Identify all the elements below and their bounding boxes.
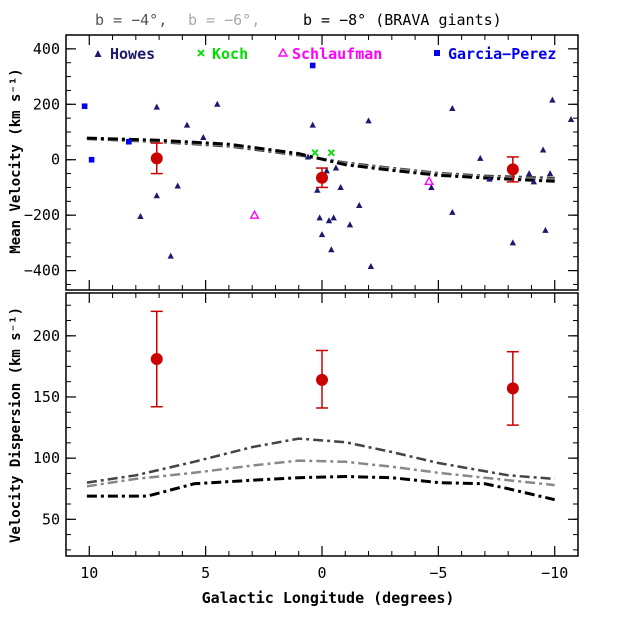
howes-point <box>365 117 372 124</box>
legend-koch-marker <box>197 49 205 57</box>
garcia-point <box>81 103 88 110</box>
garcia-point <box>88 156 95 163</box>
brava-point <box>506 163 519 176</box>
howes-point <box>174 182 181 189</box>
howes-point <box>428 183 435 190</box>
howes-point <box>486 175 493 182</box>
howes-point <box>477 154 484 161</box>
bottom-ytick-label: 150 <box>33 388 60 406</box>
legend-schlaufman-marker <box>277 47 289 57</box>
howes-point <box>525 170 533 177</box>
legend-garcia-label: Garcia−Perez <box>448 45 556 63</box>
top-ylabel: Mean Velocity (km s⁻¹) <box>8 68 24 253</box>
header-b8: b = −8° (BRAVA giants) <box>303 11 502 29</box>
howes-point <box>304 153 312 160</box>
top-panel-points <box>81 62 575 269</box>
howes-point <box>549 96 556 103</box>
howes-point <box>332 164 340 171</box>
howes-point <box>346 221 354 228</box>
bottom-xtick-label: 5 <box>201 564 210 582</box>
bottom-model-b4 <box>86 437 555 484</box>
howes-point <box>330 214 337 221</box>
howes-point <box>214 100 221 107</box>
brava-point <box>506 382 519 395</box>
howes-point <box>328 246 335 253</box>
top-panel-axes: −400 −200 0 200 400 <box>24 34 579 291</box>
top-ytick-label: 400 <box>33 40 60 58</box>
bottom-ytick-label: 200 <box>33 327 60 345</box>
howes-point <box>153 103 160 110</box>
howes-point <box>509 239 517 246</box>
brava-point <box>150 353 163 366</box>
bottom-frame <box>65 292 579 557</box>
top-ytick-label: −200 <box>24 206 60 224</box>
howes-point <box>318 231 326 238</box>
x-axis-label: Galactic Longitude (degrees) <box>202 589 455 607</box>
schlaufman-point <box>249 209 260 219</box>
bottom-xtick-label: 0 <box>317 564 326 582</box>
top-panel-models <box>86 136 555 183</box>
brava-point <box>150 152 163 165</box>
howes-point <box>314 186 321 193</box>
bottom-model-b6 <box>86 459 555 488</box>
koch-point <box>311 149 319 157</box>
koch-point <box>327 149 335 157</box>
howes-point <box>449 104 456 111</box>
brava-point <box>316 171 328 184</box>
legend-schlaufman-label: Schlaufman <box>292 45 382 63</box>
top-ytick-label: −400 <box>24 262 60 280</box>
howes-point <box>530 178 537 185</box>
header-b6: b = −6°, <box>188 11 260 29</box>
brava-point <box>316 373 328 386</box>
garcia-point <box>309 62 316 69</box>
howes-point <box>153 192 160 199</box>
top-ytick-label: 200 <box>33 95 60 113</box>
bottom-xtick-label: −10 <box>541 564 568 582</box>
howes-point <box>183 121 191 128</box>
howes-point <box>546 170 554 177</box>
top-ytick-label: 0 <box>51 151 60 169</box>
schlaufman-point <box>424 175 435 186</box>
howes-point <box>167 252 174 259</box>
howes-point <box>200 134 207 141</box>
howes-point <box>323 167 330 174</box>
howes-point <box>367 262 375 269</box>
bottom-model-b8 <box>86 474 556 502</box>
legend-howes-label: Howes <box>110 45 155 63</box>
top-model-b8 <box>86 136 555 183</box>
howes-point <box>542 226 549 233</box>
bottom-ytick-label: 100 <box>33 449 60 467</box>
bottom-ytick-label: 50 <box>42 510 60 528</box>
bottom-xtick-label: −5 <box>429 564 447 582</box>
legend-garcia-marker <box>434 50 440 56</box>
howes-point <box>137 213 144 220</box>
legend-koch-label: Koch <box>212 45 248 63</box>
top-panel-legend: Howes Koch Schlaufman Garcia−Perez <box>94 45 556 63</box>
howes-point <box>356 201 363 208</box>
bottom-panel-points <box>150 310 519 426</box>
header-b4: b = −4°, <box>95 11 167 29</box>
top-frame <box>65 34 579 291</box>
legend-howes-marker <box>94 50 102 57</box>
howes-point <box>325 217 333 224</box>
howes-point <box>316 214 323 221</box>
bottom-xtick-label: 10 <box>80 564 98 582</box>
bottom-ylabel: Velocity Dispersion (km s⁻¹) <box>8 307 24 543</box>
garcia-point <box>126 138 132 145</box>
bottom-panel-models <box>86 437 556 502</box>
howes-point <box>337 183 344 190</box>
howes-point <box>449 208 456 215</box>
howes-point <box>539 146 547 153</box>
howes-point <box>567 116 575 123</box>
howes-point <box>309 121 316 128</box>
